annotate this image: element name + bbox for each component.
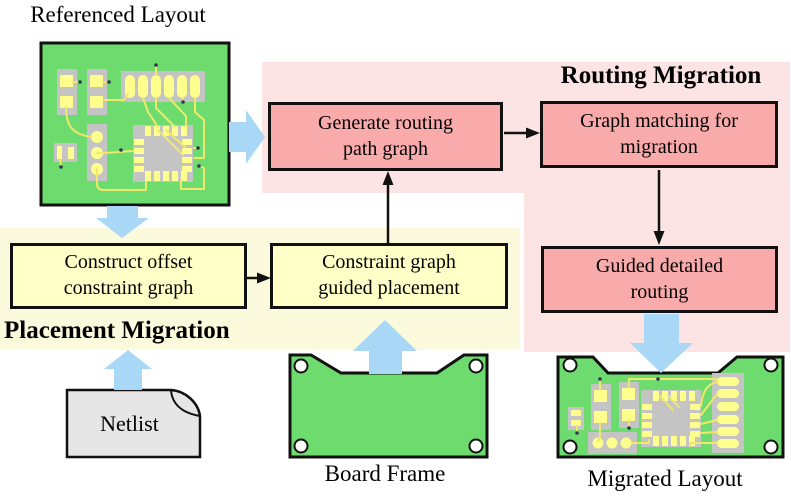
board-frame-label: Board Frame: [324, 461, 446, 486]
migrated-layout-board: [556, 355, 785, 459]
placement-migration-title: Placement Migration: [4, 317, 230, 344]
blue-arrow-netlist-to-placement: [104, 350, 152, 390]
migrated-layout-label: Migrated Layout: [587, 466, 743, 491]
constraint-graph-guided-placement-box: Constraint graph guided placement: [270, 243, 508, 309]
generate-routing-path-graph-box: Generate routing path graph: [268, 102, 503, 171]
referenced-layout-board: [39, 41, 231, 207]
referenced-layout-label: Referenced Layout: [30, 2, 206, 27]
routing-migration-title: Routing Migration: [560, 62, 762, 89]
graph-matching-for-migration-box: Graph matching for migration: [540, 101, 778, 168]
guided-detailed-routing-box: Guided detailed routing: [541, 246, 778, 313]
netlist-label: Netlist: [100, 411, 159, 436]
board-frame-shape: [288, 353, 489, 459]
blue-arrow-referenced-to-routing: [229, 110, 265, 164]
construct-offset-constraint-graph-box: Construct offset constraint graph: [10, 243, 247, 309]
